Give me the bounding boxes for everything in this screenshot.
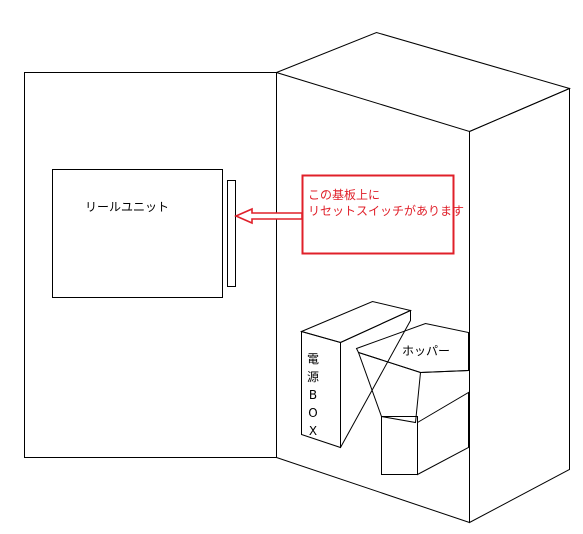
- power-box-char: B: [308, 388, 318, 402]
- hopper-edge: [420, 370, 469, 373]
- hopper-label: ホッパー: [402, 344, 451, 358]
- reel-unit-box: [52, 169, 223, 298]
- callout-text: この基板上に リセットスイッチがあります: [308, 187, 464, 219]
- callout-line: この基板上に: [308, 188, 381, 202]
- cabinet-interior-edges: [276, 72, 470, 523]
- power-box-char: X: [308, 424, 318, 438]
- cabinet-top: [274, 31, 571, 133]
- hopper-funnel: [357, 351, 422, 424]
- circuit-board: [227, 180, 236, 287]
- power-box-char: 電: [306, 352, 319, 366]
- power-box-char: 源: [306, 370, 319, 384]
- hopper-base-side: [417, 391, 469, 476]
- hopper-base-front: [381, 416, 418, 475]
- callout-box: [301, 174, 455, 255]
- callout-line: リセットスイッチがあります: [308, 204, 465, 218]
- open-door: [24, 72, 277, 458]
- cabinet-front: [469, 87, 570, 524]
- power-box-char: O: [308, 406, 318, 420]
- reel-unit-label: リールユニット: [85, 200, 170, 214]
- power-box-label: 電 源 B O X: [301, 350, 325, 440]
- callout-arrow: [234, 207, 303, 225]
- power-box-side: [340, 309, 411, 448]
